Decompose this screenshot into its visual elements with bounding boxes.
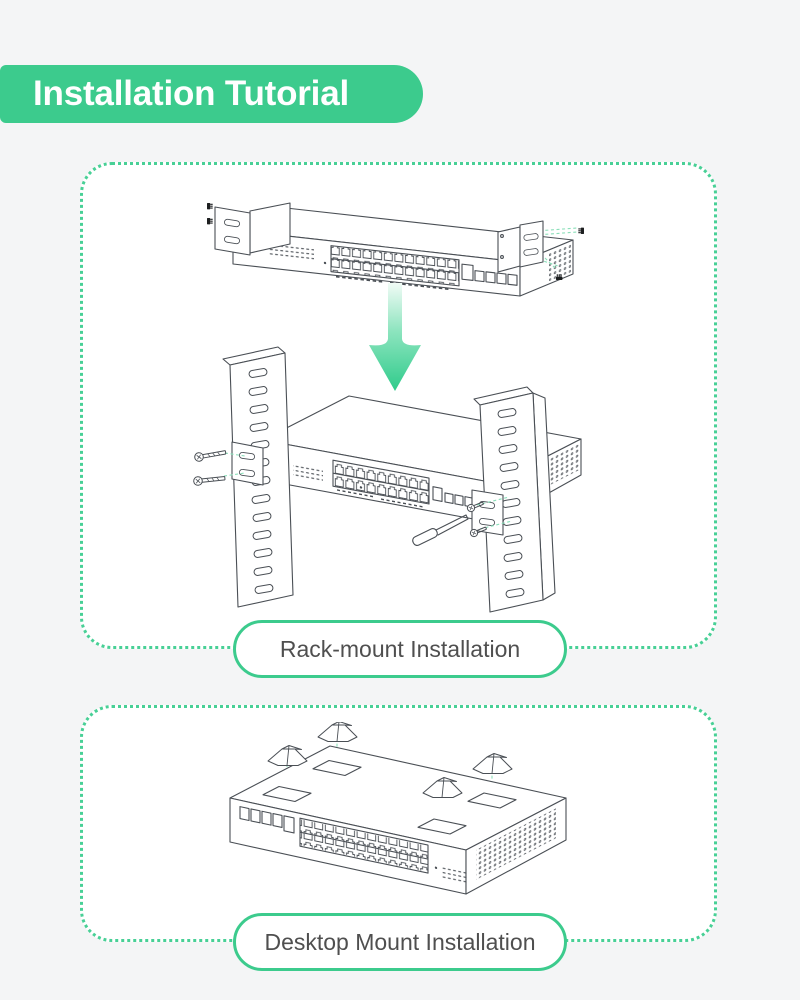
- left-bracket-icon: [192, 441, 264, 487]
- screw-icon: [577, 227, 585, 235]
- right-rack-rail: [473, 386, 556, 613]
- desktop-mount-caption-pill: Desktop Mount Installation: [233, 913, 567, 971]
- foot-recess: [262, 759, 517, 835]
- rack-mount-caption-pill: Rack-mount Installation: [233, 620, 567, 678]
- rack-mount-caption: Rack-mount Installation: [279, 635, 521, 662]
- screwdriver-icon: [412, 514, 469, 546]
- rack-mounted-switch-illustration: [192, 346, 582, 613]
- network-switch-icon: [229, 745, 567, 895]
- screw-icon: [192, 473, 226, 487]
- right-bracket-icon: [412, 489, 513, 546]
- desktop-switch-illustration: [229, 722, 567, 895]
- desktop-mount-caption: Desktop Mount Installation: [264, 928, 536, 955]
- switch-with-brackets-illustration: [206, 202, 585, 297]
- header-banner: Installation Tutorial: [0, 65, 423, 123]
- network-switch-icon: [232, 207, 574, 297]
- screw-icon: [193, 447, 227, 463]
- screw-icon: [206, 202, 214, 210]
- left-bracket-icon: [206, 202, 291, 256]
- down-arrow-icon: [369, 283, 421, 391]
- right-bracket-icon: [497, 220, 585, 281]
- page-title: Installation Tutorial: [33, 74, 349, 113]
- screw-icon: [206, 217, 214, 225]
- screw-icon: [555, 273, 563, 281]
